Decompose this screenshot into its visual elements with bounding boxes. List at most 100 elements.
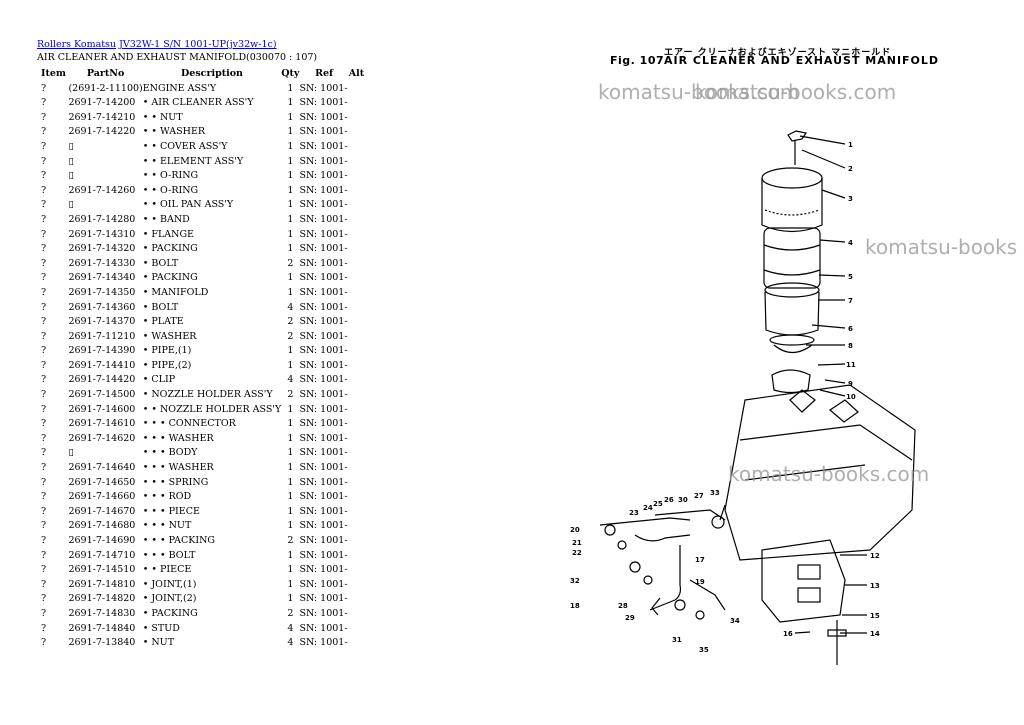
cell-partno: 2691-7-14350 [68, 286, 136, 298]
cell-description: • • • WASHER [142, 432, 214, 444]
cell-alt [349, 184, 367, 199]
figure-label: Fig. 107 [610, 54, 665, 67]
cell-item: ? [41, 432, 47, 444]
cell-alt [349, 534, 367, 549]
cell-qty: 4 [287, 301, 294, 313]
cell-description: • • • NUT [142, 520, 192, 532]
cell-alt [349, 505, 367, 520]
cell-description: • • OIL PAN ASS'Y [142, 199, 234, 211]
callout-5: 5 [848, 273, 853, 281]
cell-partno: ▯ [68, 155, 74, 167]
cell-ref: SN: 1001- [299, 549, 348, 561]
cell-qty: 2 [287, 257, 294, 269]
cell-partno: 2691-7-14260 [68, 184, 136, 196]
exploded-view-drawing: 1 2 3 4 5 7 6 8 11 9 10 12 13 15 14 16 1… [570, 130, 916, 665]
cell-partno: 2691-7-14620 [68, 432, 136, 444]
cell-partno: 2691-7-14830 [68, 607, 136, 619]
header-qty: Qty [281, 68, 300, 79]
cell-ref: SN: 1001- [299, 111, 348, 123]
cell-ref: SN: 1001- [299, 97, 348, 109]
figure-title: AIR CLEANER AND EXHAUST MANIFOLD [664, 54, 940, 67]
cell-description: • FLANGE [142, 228, 194, 240]
cell-ref: SN: 1001- [299, 286, 348, 298]
cell-partno: 2691-7-14410 [68, 359, 136, 371]
cell-description: • PLATE [142, 316, 184, 328]
cell-ref: SN: 1001- [299, 82, 348, 94]
cell-qty: 4 [287, 637, 294, 649]
cell-item: ? [41, 491, 47, 503]
cell-description: • • COVER ASS'Y [142, 140, 228, 152]
callout-20: 20 [570, 526, 580, 534]
callout-7: 7 [848, 297, 853, 305]
callout-9: 9 [848, 380, 853, 388]
cell-item: ? [41, 520, 47, 532]
cell-item: ? [41, 140, 47, 152]
cell-item: ? [41, 184, 47, 196]
callout-30: 30 [678, 496, 688, 504]
cell-qty: 1 [287, 462, 294, 474]
breadcrumb-link-rollers[interactable]: Rollers Komatsu [37, 39, 117, 50]
cell-item: ? [41, 82, 47, 94]
cell-description: • • WASHER [142, 126, 206, 138]
cell-ref: SN: 1001- [299, 301, 348, 313]
callout-13: 13 [870, 582, 880, 590]
cell-item: ? [41, 476, 47, 488]
cell-item: ? [41, 345, 47, 357]
cell-qty: 1 [287, 82, 294, 94]
cell-ref: SN: 1001- [299, 345, 348, 357]
cell-partno: 2691-7-14640 [68, 462, 136, 474]
cell-qty: 1 [287, 476, 294, 488]
cell-alt [349, 476, 367, 491]
cell-partno: 2691-7-14810 [68, 578, 136, 590]
cell-qty: 2 [287, 316, 294, 328]
header-ref: Ref [315, 68, 334, 79]
wing-nut-shape [787, 130, 807, 142]
callout-27: 27 [694, 492, 704, 500]
cell-qty: 2 [287, 330, 294, 342]
cell-qty: 1 [287, 126, 294, 138]
cell-qty: 1 [287, 418, 294, 430]
cell-item: ? [41, 97, 47, 109]
cell-partno: 2691-7-14710 [68, 549, 136, 561]
callout-31: 31 [672, 636, 682, 644]
cell-ref: SN: 1001- [299, 243, 348, 255]
callout-32: 32 [570, 577, 580, 585]
cell-alt [349, 82, 367, 97]
callout-17: 17 [695, 556, 705, 564]
header-alt: Alt [348, 68, 365, 79]
cell-qty: 1 [287, 155, 294, 167]
cell-ref: SN: 1001- [299, 593, 348, 605]
figure-japanese-title: エアー クリーナおよびエキゾースト マニホールド [664, 48, 892, 58]
cell-alt [349, 592, 367, 607]
cell-ref: SN: 1001- [299, 622, 348, 634]
cell-item: ? [41, 316, 47, 328]
cell-item: ? [41, 622, 47, 634]
callout-22: 22 [572, 549, 582, 557]
cell-description: • • NOZZLE HOLDER ASS'Y [142, 403, 282, 415]
cell-partno: 2691-7-14330 [68, 257, 136, 269]
breadcrumb-link-model[interactable]: JV32W-1 S/N 1001-UP(jv32w-1c) [119, 39, 277, 50]
cell-qty: 1 [287, 213, 294, 225]
cell-item: ? [41, 418, 47, 430]
cell-ref: SN: 1001- [299, 520, 348, 532]
cell-alt [349, 125, 367, 140]
cell-alt [349, 213, 367, 228]
cell-alt [349, 242, 367, 257]
callout-6: 6 [848, 325, 853, 333]
cell-ref: SN: 1001- [299, 330, 348, 342]
cell-ref: SN: 1001- [299, 476, 348, 488]
cell-qty: 1 [287, 505, 294, 517]
cell-item: ? [41, 564, 47, 576]
cell-partno: 2691-7-14310 [68, 228, 136, 240]
cell-alt [349, 140, 367, 155]
